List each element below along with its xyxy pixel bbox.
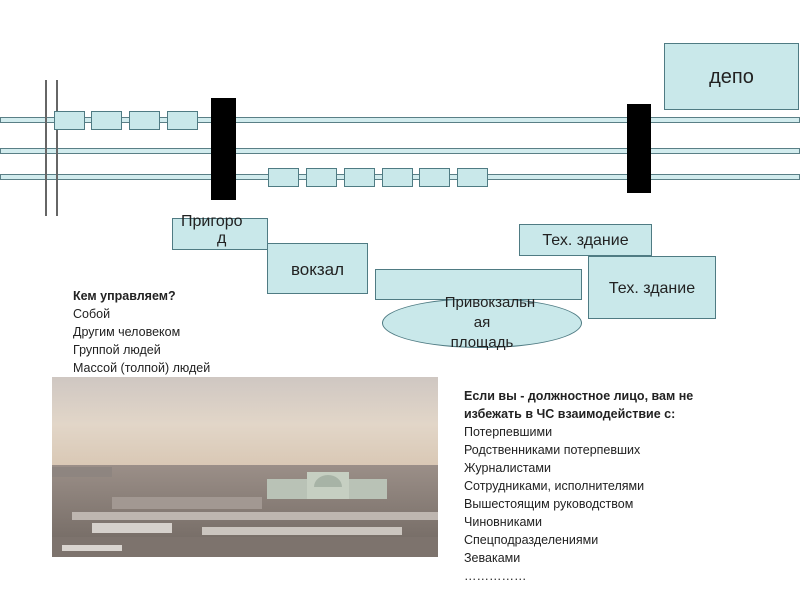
station-panorama-photo <box>52 377 438 557</box>
who-we-manage-list: Кем управляем? Собой Другим человеком Гр… <box>73 287 210 377</box>
list-item: Журналистами <box>464 461 551 475</box>
train-car <box>419 168 450 187</box>
square-label-line2: ая <box>473 314 491 331</box>
list-item: …………… <box>464 569 527 583</box>
tech-building-1-box: Тех. здание <box>519 224 652 256</box>
list-item: Сотрудниками, исполнителями <box>464 479 645 493</box>
list-item: Массой (толпой) людей <box>73 361 211 375</box>
list-item: Группой людей <box>73 343 161 357</box>
station-square-label: Привокзальн ая площадь <box>382 293 582 353</box>
train-car <box>129 111 160 130</box>
crossing-line-right <box>56 80 58 216</box>
barrier-left <box>211 98 236 200</box>
list-item: Вышестоящим руководством <box>464 497 634 511</box>
list-item: Чиновниками <box>464 515 542 529</box>
train-car <box>91 111 122 130</box>
train-car <box>306 168 337 187</box>
station-square-ellipse <box>382 298 582 348</box>
official-heading-line2: избежать в ЧС взаимодействие с: <box>464 407 676 421</box>
list-item: Зеваками <box>464 551 521 565</box>
square-label-line1: Привокзальн <box>444 294 536 311</box>
train-car <box>54 111 85 130</box>
depot-box: депо <box>664 43 799 110</box>
list-item: Спецподразделениями <box>464 533 599 547</box>
station-label: вокзал <box>290 260 345 279</box>
suburban-label-line2: д <box>217 230 227 247</box>
tech-building-1-label: Тех. здание <box>542 232 629 249</box>
barrier-right <box>627 104 651 193</box>
suburban-label-line1: Пригоро <box>181 213 243 230</box>
train-car <box>457 168 488 187</box>
list-item: Другим человеком <box>73 325 181 339</box>
train-car <box>167 111 198 130</box>
list-item: Собой <box>73 307 111 321</box>
suburban-box: Пригоро д <box>172 213 268 250</box>
track-middle <box>0 148 800 154</box>
crossing-line-left <box>45 80 47 216</box>
tech-building-2-label: Тех. здание <box>608 280 696 297</box>
station-square-bar <box>375 269 582 300</box>
station-box: вокзал <box>267 243 368 294</box>
train-car <box>344 168 375 187</box>
train-car <box>268 168 299 187</box>
official-interaction-list: Если вы - должностное лицо, вам не избеж… <box>464 387 693 585</box>
tech-building-2-box: Тех. здание <box>588 256 716 319</box>
square-label-line3: площадь <box>450 334 514 351</box>
list-item: Родственниками потерпевших <box>464 443 641 457</box>
depot-label: депо <box>709 66 754 88</box>
official-heading-line1: Если вы - должностное лицо, вам не <box>464 389 694 403</box>
who-we-manage-heading: Кем управляем? <box>73 289 176 303</box>
train-car <box>382 168 413 187</box>
panorama-image <box>52 377 438 557</box>
list-item: Потерпевшими <box>464 425 553 439</box>
